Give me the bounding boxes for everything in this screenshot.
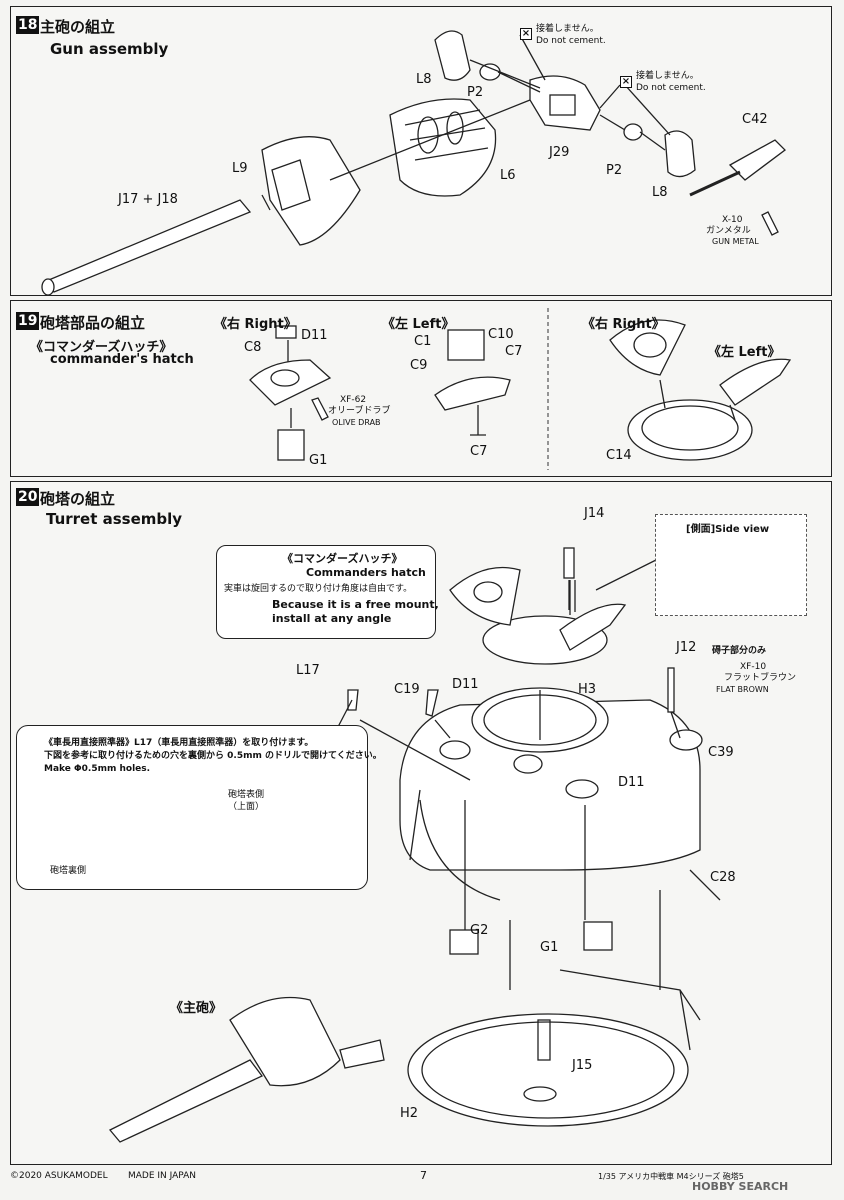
page-number: 7 [420, 1169, 427, 1182]
label-d11: D11 [301, 328, 328, 343]
label-d11b: D11 [618, 775, 645, 790]
main-gun-label: 《主砲》 [170, 1001, 223, 1016]
no-cement-en-2: Do not cement. [636, 83, 706, 93]
no-cement-jp-2: 接着しません。 [636, 71, 699, 81]
callout-title-en: Commanders hatch [306, 566, 426, 579]
label-g2: G2 [470, 923, 489, 938]
callout-text-en-1: Because it is a free mount, [272, 598, 439, 611]
paint-name-en: FLAT BROWN [716, 685, 769, 694]
label-l9: L9 [232, 161, 248, 176]
label-j15: J15 [572, 1058, 593, 1073]
label-d11: D11 [452, 677, 479, 692]
label-l8b: L8 [652, 185, 668, 200]
label-j14: J14 [584, 506, 605, 521]
paint-name-jp: オリーブドラブ [328, 406, 391, 416]
right-label: 《右 Right》 [214, 317, 297, 332]
paint-code: XF-62 [340, 395, 367, 405]
label-c7b: C7 [470, 444, 488, 459]
label-l17: L17 [296, 663, 320, 678]
step-title-jp: 砲塔の組立 [40, 490, 116, 508]
label-c7a: C7 [505, 344, 523, 359]
step-title-jp: 砲塔部品の組立 [40, 314, 146, 332]
paint-name-jp: ガンメタル [706, 226, 751, 236]
label-c8: C8 [244, 340, 262, 355]
label-c9: C9 [410, 358, 428, 373]
turret-inside-label: 砲塔裏側 [50, 866, 87, 876]
label-c19: C19 [394, 682, 420, 697]
hatch-title-jp: 《コマンダーズハッチ》 [30, 340, 173, 355]
step-title-en: Turret assembly [46, 510, 183, 528]
right-label: 《右 Right》 [582, 317, 665, 332]
no-cement-jp-1: 接着しません。 [536, 24, 599, 34]
side-view-box [655, 514, 807, 616]
callout-text-jp: 実車は旋回するので取り付け角度は自由です。 [224, 584, 413, 594]
paint-name-jp: フラットブラウン [724, 673, 797, 683]
callout-text-en-2: install at any angle [272, 612, 392, 625]
step-number: 18 [16, 16, 40, 34]
no-cement-icon: × [520, 28, 532, 40]
left-label: 《左 Left》 [382, 317, 455, 332]
label-c42: C42 [742, 112, 768, 127]
label-g1: G1 [540, 940, 559, 955]
copyright: ©2020 ASUKAMODEL [10, 1171, 108, 1181]
turret-assembly-drawing [108, 547, 721, 1143]
paint-name-en: OLIVE DRAB [332, 418, 381, 427]
label-l6: L6 [500, 168, 516, 183]
turret-parts-drawing [249, 308, 792, 470]
label-c1: C1 [414, 334, 432, 349]
hatch-title-en: commander's hatch [50, 352, 194, 367]
callout2-text-en: Make Φ0.5mm holes. [44, 764, 151, 774]
step-title-en: Gun assembly [50, 40, 169, 58]
label-p2a: P2 [467, 85, 484, 100]
left-label: 《左 Left》 [708, 345, 781, 360]
paint-code: XF-10 [740, 662, 767, 672]
callout2-title-jp: 《車長用直接照準器》L17（車長用直接照準器）を取り付けます。 [44, 738, 314, 748]
made-in: MADE IN JAPAN [128, 1171, 197, 1181]
label-c10: C10 [488, 327, 514, 342]
label-j12: J12 [676, 640, 697, 655]
no-cement-icon: × [620, 76, 632, 88]
label-c14: C14 [606, 448, 632, 463]
callout-title-jp: 《コマンダーズハッチ》 [282, 552, 403, 565]
no-cement-en-1: Do not cement. [536, 36, 606, 46]
side-view-title: [側面]Side view [686, 524, 770, 535]
gun-assembly-drawing [41, 30, 786, 296]
paint-note-jp: 碍子部分のみ [712, 646, 767, 656]
label-g1: G1 [309, 453, 328, 468]
label-l8a: L8 [416, 72, 432, 87]
step-number: 20 [16, 488, 40, 506]
turret-outside-sub: （上面） [228, 802, 265, 812]
paint-code: X-10 [722, 215, 743, 225]
paint-name-en: GUN METAL [712, 237, 759, 246]
step-title-jp: 主砲の組立 [40, 18, 116, 36]
label-j29: J29 [549, 145, 570, 160]
label-p2b: P2 [606, 163, 623, 178]
watermark: HOBBY SEARCH [692, 1180, 789, 1193]
commander-sight-callout [16, 725, 368, 890]
turret-outside-label: 砲塔表側 [228, 790, 265, 800]
label-c28: C28 [710, 870, 736, 885]
product-name: 1/35 アメリカ中戦車 M4シリーズ 砲塔5 [598, 1172, 744, 1181]
label-h2: H2 [400, 1106, 419, 1121]
commanders-hatch-callout [216, 545, 436, 639]
label-c39: C39 [708, 745, 734, 760]
callout2-text-jp: 下図を参考に取り付けるための穴を裏側から 0.5mm のドリルで開けてください。 [44, 751, 382, 761]
step-number: 19 [16, 312, 40, 330]
label-h3: H3 [578, 682, 597, 697]
label-j17-j18: J17 + J18 [118, 192, 178, 207]
